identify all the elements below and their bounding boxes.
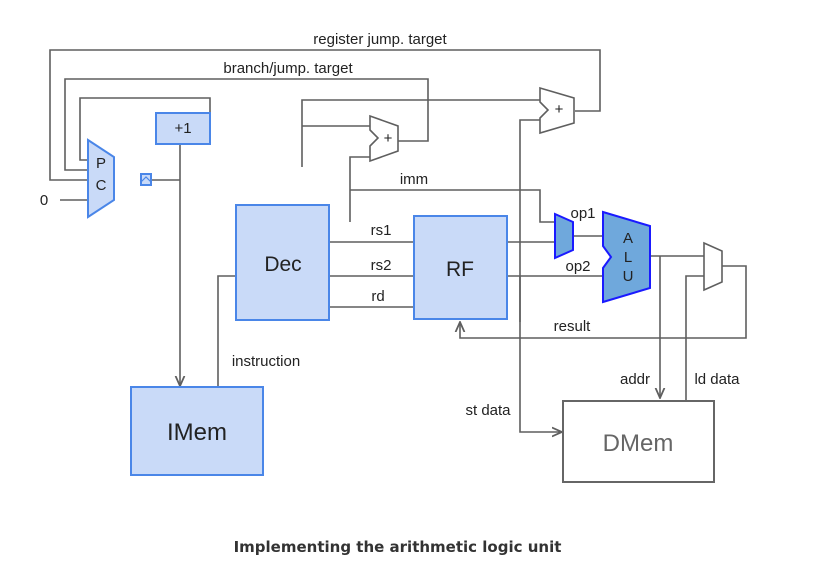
rs2-label: rs2 <box>371 257 392 274</box>
adder-branch-plus: + <box>384 130 393 147</box>
plus-one-block <box>155 112 211 145</box>
result-mux <box>703 241 723 292</box>
zero-label: 0 <box>40 192 48 209</box>
imm-wire <box>350 189 555 223</box>
dmem-label: DMem <box>603 430 674 457</box>
rf-label: RF <box>446 258 474 281</box>
imem-label: IMem <box>167 419 227 446</box>
rd-label: rd <box>371 288 384 305</box>
instruction-label: instruction <box>232 353 300 370</box>
op1-label: op1 <box>570 205 595 222</box>
adder1-input-a-wire <box>301 99 540 167</box>
imem-block <box>130 386 264 476</box>
pc-register-icon <box>140 173 152 186</box>
alu-label-l: L <box>624 249 632 266</box>
rf-block <box>413 215 508 320</box>
alu-label-a: A <box>623 230 633 247</box>
adder2-input-wire <box>519 119 540 322</box>
clock-triangle-icon <box>140 176 152 183</box>
ld-data-label: ld data <box>694 371 740 388</box>
rs1-label: rs1 <box>371 222 392 239</box>
pc-label-p: P <box>96 155 106 172</box>
op1-mux <box>554 212 574 260</box>
result-wire <box>460 265 747 339</box>
result-label: result <box>554 318 592 335</box>
pc-block <box>87 138 115 219</box>
addr-label: addr <box>620 371 650 388</box>
alu-label-u: U <box>623 268 634 285</box>
plus-one-label: +1 <box>174 120 191 137</box>
imm-to-adder1-wire <box>349 156 370 222</box>
branch-jump-target-label: branch/jump. target <box>223 60 353 77</box>
imm-label: imm <box>400 171 428 188</box>
dec-label: Dec <box>264 253 301 276</box>
dmem-block <box>562 400 715 483</box>
dec-block <box>235 204 330 321</box>
adder-branch <box>369 114 399 163</box>
register-jump-target-label: register jump. target <box>313 31 447 48</box>
op2-label: op2 <box>565 258 590 275</box>
rf-st-data-wire <box>519 276 562 432</box>
adder-register-jump <box>539 86 575 135</box>
adder-register-jump-plus: + <box>555 101 564 118</box>
register-jump-target-wire <box>49 49 601 181</box>
figure-caption: Implementing the arithmetic logic unit <box>233 538 562 556</box>
alu-block <box>602 210 651 304</box>
instruction-wire <box>217 275 236 386</box>
st-data-label: st data <box>465 402 511 419</box>
pc-label-c: C <box>96 177 107 194</box>
branch-jump-target-wire <box>64 78 429 171</box>
ld-data-wire <box>685 275 704 400</box>
